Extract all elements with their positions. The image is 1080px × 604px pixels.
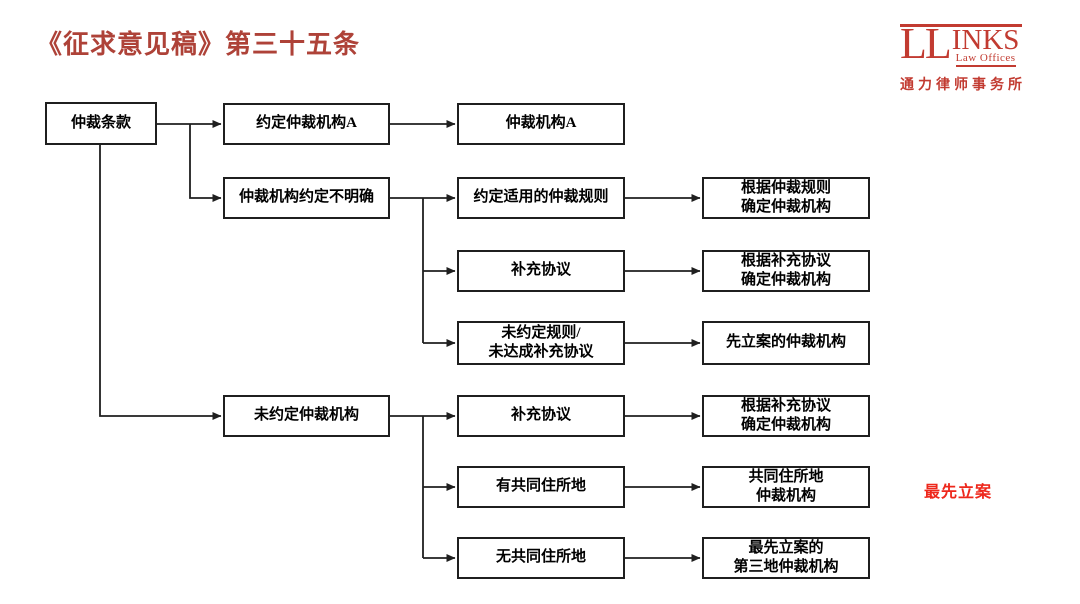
node-institution-a: 仲裁机构A <box>457 103 625 145</box>
node-determine-by-supplementary-1: 根据补充协议 确定仲裁机构 <box>702 250 870 292</box>
logo-chinese-name: 通力律师事务所 <box>900 78 1026 93</box>
logo-right-block: INKS Law Offices <box>951 24 1020 67</box>
node-no-common-domicile: 无共同住所地 <box>457 537 625 579</box>
logo-wordmark: LL INKS Law Offices <box>900 19 1022 68</box>
node-supplementary-agreement-2: 补充协议 <box>457 395 625 437</box>
node-common-domicile: 有共同住所地 <box>457 466 625 508</box>
node-supplementary-agreement-1: 补充协议 <box>457 250 625 292</box>
logo-ll-text: LL <box>900 19 952 68</box>
llinks-logo: LL INKS Law Offices 通力律师事务所 <box>900 19 1026 94</box>
node-agreed-institution-a: 约定仲裁机构A <box>223 103 390 145</box>
page-title: 《征求意见稿》第三十五条 <box>36 30 361 59</box>
node-no-rules-no-supplementary: 未约定规则/ 未达成补充协议 <box>457 321 625 365</box>
node-arbitration-clause: 仲裁条款 <box>45 102 157 145</box>
logo-inks-text: INKS <box>951 24 1020 56</box>
node-determine-by-supplementary-2: 根据补充协议 确定仲裁机构 <box>702 395 870 437</box>
node-no-agreed-institution: 未约定仲裁机构 <box>223 395 390 437</box>
node-common-domicile-institution: 共同住所地 仲裁机构 <box>702 466 870 508</box>
node-determine-by-rules: 根据仲裁规则 确定仲裁机构 <box>702 177 870 219</box>
logo-subtitle: Law Offices <box>955 52 1016 67</box>
node-unclear-institution: 仲裁机构约定不明确 <box>223 177 390 219</box>
node-third-place-first-filed: 最先立案的 第三地仲裁机构 <box>702 537 870 579</box>
first-filed-annotation: 最先立案 <box>924 484 993 501</box>
node-agreed-rules: 约定适用的仲裁规则 <box>457 177 625 219</box>
node-first-filed-institution: 先立案的仲裁机构 <box>702 321 870 365</box>
